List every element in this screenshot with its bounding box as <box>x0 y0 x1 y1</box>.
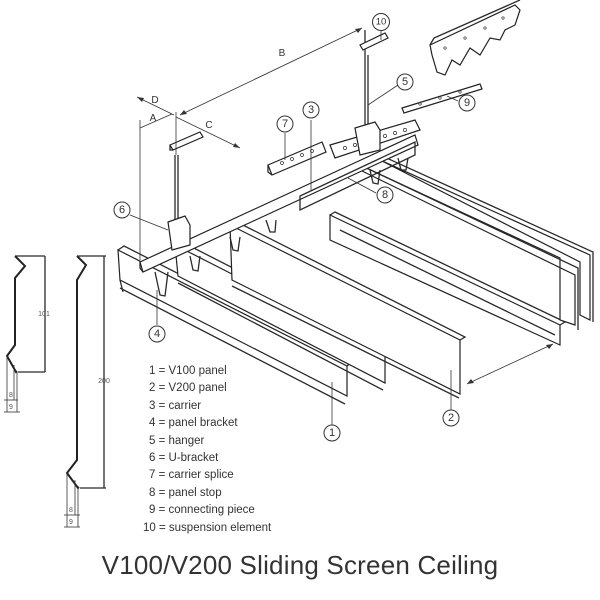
callout-1: 1 <box>323 424 341 442</box>
connecting-piece <box>401 83 483 114</box>
legend-label: panel bracket <box>168 417 238 430</box>
svg-text:6: 6 <box>119 204 125 216</box>
svg-text:5: 5 <box>402 76 408 88</box>
svg-text:9: 9 <box>464 97 470 109</box>
svg-text:7: 7 <box>282 118 288 130</box>
dimension-c-label: C <box>205 120 212 131</box>
panel-brackets <box>154 157 409 297</box>
callout-9: 9 <box>458 94 476 112</box>
svg-text:8: 8 <box>382 189 388 201</box>
svg-text:1: 1 <box>329 427 335 439</box>
legend-separator: = <box>155 399 169 412</box>
svg-text:2: 2 <box>448 412 454 424</box>
legend-item: 1 = V100 panel <box>143 363 271 380</box>
legend-item: 8 = panel stop <box>143 485 271 502</box>
callout-7: 7 <box>276 115 294 133</box>
v100-lip1-label: 8 <box>9 392 13 399</box>
callout-3: 3 <box>302 101 320 119</box>
legend-item: 9 = connecting piece <box>143 502 271 519</box>
legend-number: 10 <box>143 521 156 534</box>
legend-separator: = <box>155 434 169 447</box>
legend-label: carrier splice <box>168 469 234 482</box>
v100-profile-section: 101 8 9 <box>4 255 50 413</box>
legend-separator: = <box>155 417 169 430</box>
legend-label: U-bracket <box>168 452 219 465</box>
legend-label: carrier <box>168 399 202 412</box>
legend-separator: = <box>155 452 169 465</box>
v100-height-label: 101 <box>38 311 50 318</box>
suspension-element-detail <box>429 0 521 76</box>
legend-separator: = <box>155 504 169 517</box>
dimension-lines: D A B C <box>136 27 363 260</box>
dimension-b-line <box>179 27 363 116</box>
v200-panel-front <box>229 224 461 395</box>
v200-panel-back-3 <box>379 159 591 321</box>
legend-item: 3 = carrier <box>143 398 271 415</box>
dimension-d-line <box>136 96 175 116</box>
callout-10: 10 <box>372 13 390 31</box>
v200-lip1-label: 8 <box>69 507 73 514</box>
hanger-left <box>167 131 204 251</box>
dimension-a-label: A <box>150 113 157 124</box>
panel-pitch-arrow <box>466 343 554 385</box>
legend-label: hanger <box>168 434 205 447</box>
callouts: 1 2 3 4 5 6 <box>113 13 476 442</box>
callout-4: 4 <box>148 325 166 343</box>
v200-lip2-label: 9 <box>69 519 73 526</box>
legend-label: V100 panel <box>168 365 227 377</box>
callout-5: 5 <box>396 73 414 91</box>
legend-separator: = <box>155 521 169 534</box>
legend-number: 8 <box>149 486 156 499</box>
svg-text:3: 3 <box>308 104 314 116</box>
legend-number: 6 <box>149 452 156 465</box>
legend-separator: = <box>155 469 169 482</box>
v200-profile-section: 200 8 9 <box>64 255 110 528</box>
dimension-a-line <box>139 113 173 129</box>
carrier-splice <box>267 141 327 176</box>
legend-number: 3 <box>149 399 156 412</box>
panels <box>117 154 594 405</box>
legend-number: 5 <box>149 434 156 447</box>
legend-separator: = <box>155 486 169 499</box>
diagram-caption: V100/V200 Sliding Screen Ceiling <box>101 550 499 580</box>
dimension-c-line <box>175 116 241 149</box>
legend-item: 2 = V200 panel <box>143 380 271 397</box>
legend-item: 5 = hanger <box>143 433 271 450</box>
hanger-right <box>354 30 389 156</box>
svg-text:10: 10 <box>376 17 387 28</box>
legend-item: 6 = U-bracket <box>143 450 271 467</box>
v200-height-label: 200 <box>98 378 110 385</box>
legend-label: V200 panel <box>168 382 227 395</box>
legend-label: suspension element <box>168 521 272 534</box>
legend-number: 7 <box>149 469 156 482</box>
svg-text:4: 4 <box>154 328 160 340</box>
callout-2: 2 <box>442 409 460 427</box>
dimension-d-label: D <box>151 95 158 106</box>
legend-separator: = <box>155 382 169 395</box>
legend-number: 1 <box>149 365 156 377</box>
callout-6: 6 <box>113 201 131 219</box>
v100-lip2-label: 9 <box>9 404 13 411</box>
legend-item: 10 = suspension element <box>143 520 271 537</box>
legend-item: 7 = carrier splice <box>143 467 271 484</box>
v200-panel-back-1 <box>329 214 561 346</box>
dimension-b-label: B <box>279 48 286 59</box>
legend-number: 2 <box>149 382 156 395</box>
legend-label: connecting piece <box>168 504 255 517</box>
legend-number: 9 <box>149 504 156 517</box>
callout-8: 8 <box>376 186 394 204</box>
legend-label: panel stop <box>168 486 222 499</box>
v100-panel-front <box>117 248 348 397</box>
legend-item: 4 = panel bracket <box>143 415 271 432</box>
legend-number: 4 <box>149 417 156 430</box>
legend-separator: = <box>155 365 169 377</box>
